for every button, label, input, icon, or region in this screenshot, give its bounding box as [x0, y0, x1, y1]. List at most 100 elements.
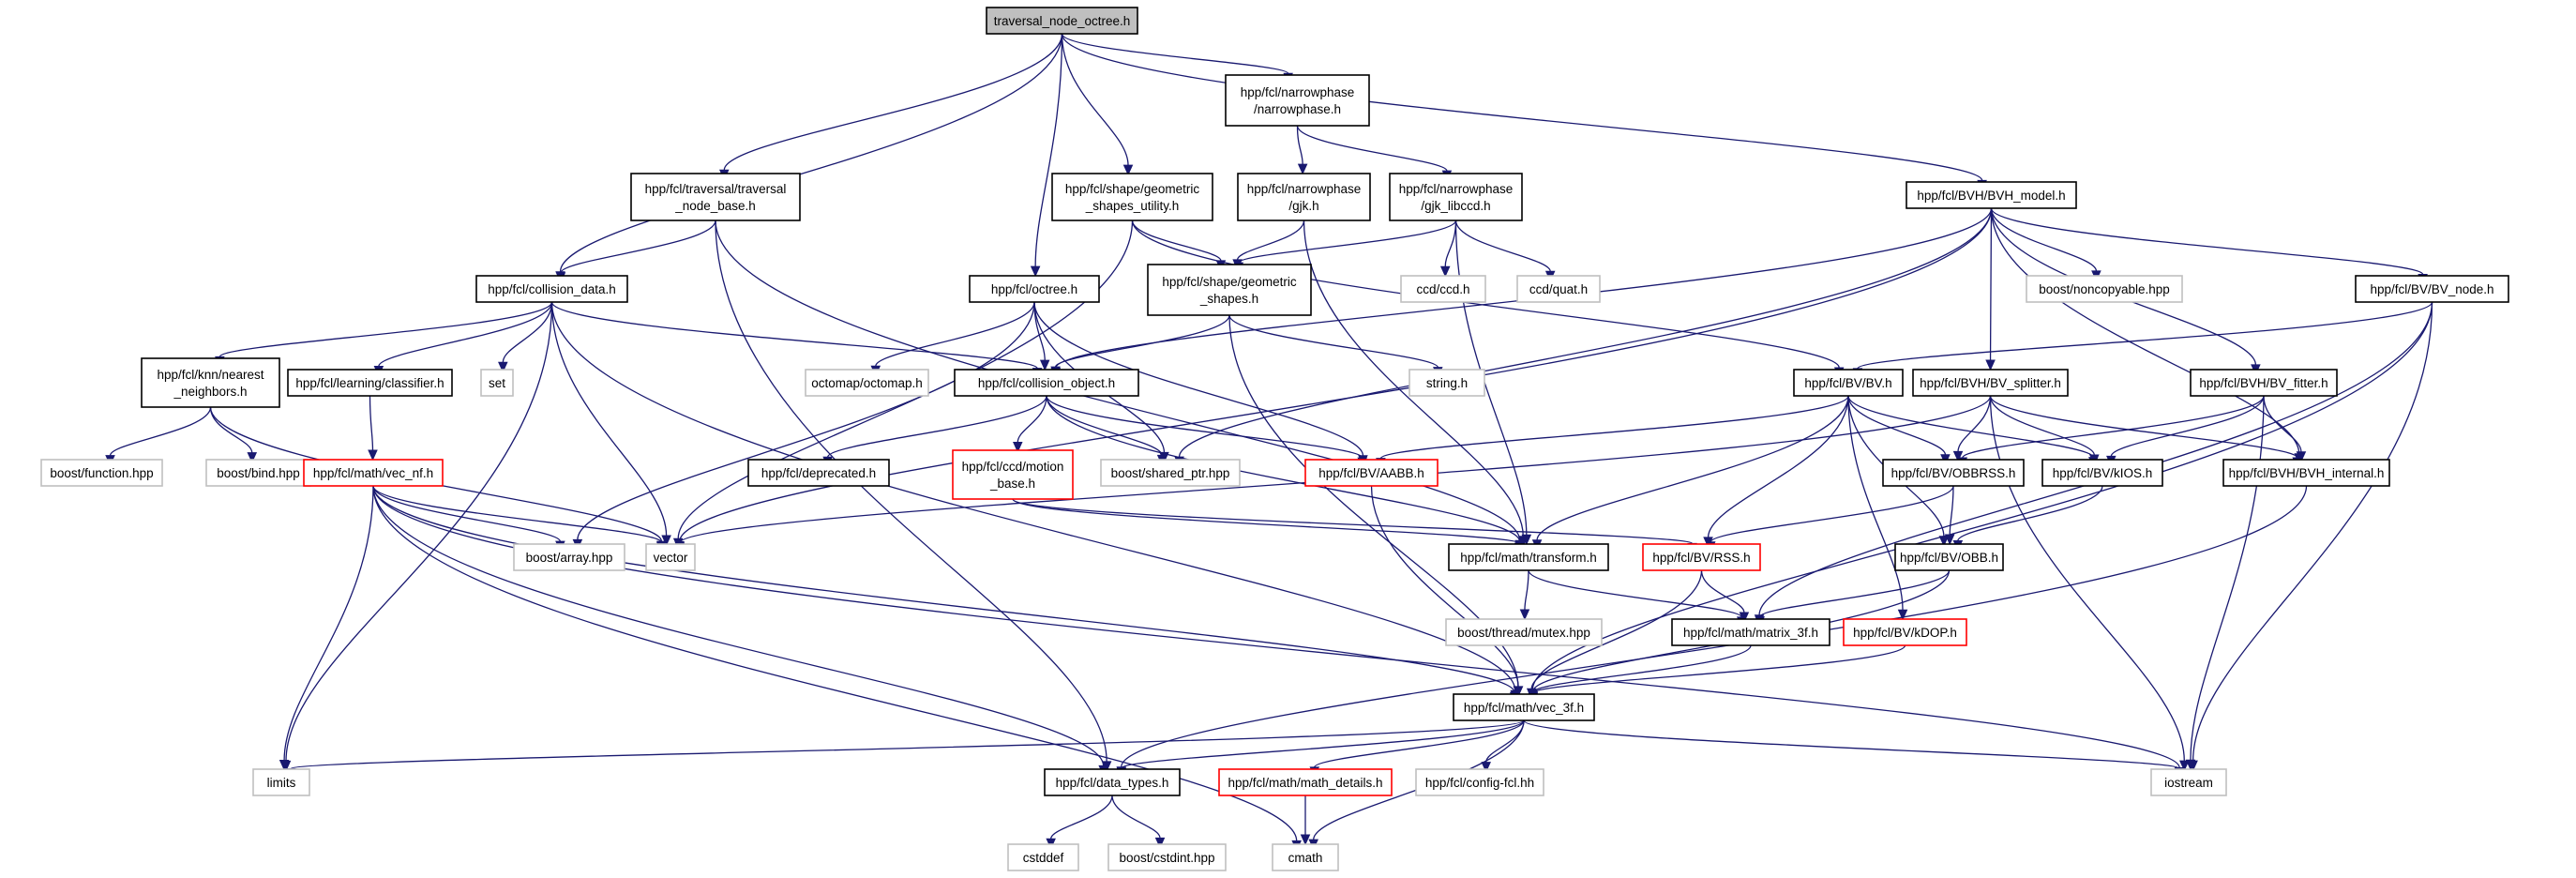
node-boost_function: boost/function.hpp [40, 459, 163, 487]
node-root[interactable]: traversal_node_octree.h [986, 7, 1138, 35]
node-geom_shapes[interactable]: hpp/fcl/shape/geometric_shapes.h [1147, 264, 1312, 316]
edge-line [372, 485, 1515, 693]
node-box [480, 369, 514, 397]
node-bv_fitter[interactable]: hpp/fcl/BVH/BV_fitter.h [2190, 369, 2338, 397]
node-box [2041, 459, 2163, 487]
edge-line [1121, 485, 2308, 767]
node-label: hpp/fcl/BV/kDOP.h [1853, 626, 1957, 640]
node-box [1107, 843, 1227, 871]
edge-arrowhead [1519, 609, 1530, 621]
edge-bvh_model-to-noncopyable [1990, 207, 2101, 282]
edge-vec_nf-to-vector [372, 485, 667, 553]
edge-line [1034, 33, 1063, 267]
edge-line [285, 301, 553, 762]
edge-bvh_model-to-bv_splitter [1985, 207, 1996, 371]
node-knn[interactable]: hpp/fcl/knn/nearest_neighbors.h [141, 357, 280, 408]
edge-line [1990, 207, 2424, 276]
node-box [645, 543, 696, 571]
node-bv_splitter[interactable]: hpp/fcl/BVH/BV_splitter.h [1912, 369, 2069, 397]
node-label: hpp/fcl/octree.h [991, 282, 1077, 296]
edge-line [372, 485, 562, 542]
node-classifier[interactable]: hpp/fcl/learning/classifier.h [287, 369, 453, 397]
node-geom_util[interactable]: hpp/fcl/shape/geometric_shapes_utility.h [1051, 173, 1213, 221]
edge-line [550, 301, 1038, 370]
edge-line [1989, 395, 2298, 459]
edge-bv_fitter-to-bvh_internal [2263, 395, 2307, 462]
node-label: hpp/fcl/BVH/BVH_model.h [1917, 189, 2065, 203]
node-bv_node[interactable]: hpp/fcl/BV/BV_node.h [2355, 275, 2509, 303]
edge-root-to-bvh_model [1061, 33, 1987, 191]
edge-layer [105, 33, 2433, 852]
edge-vec3f-to-math_details [1309, 719, 1525, 779]
node-box [1642, 543, 1761, 571]
edge-octree-to-octomap [870, 301, 1035, 377]
node-label: boost/bind.hpp [217, 466, 300, 480]
node-transform[interactable]: hpp/fcl/math/transform.h [1448, 543, 1609, 571]
edge-arrowhead [2185, 759, 2196, 771]
node-box [1894, 543, 2004, 571]
node-obbrss[interactable]: hpp/fcl/BV/OBBRSS.h [1882, 459, 2025, 487]
edge-line [723, 33, 1063, 171]
node-collision_data[interactable]: hpp/fcl/collision_data.h [475, 275, 628, 303]
edge-line [1847, 395, 2094, 459]
edge-obbrss-to-obb [1944, 485, 1955, 546]
node-box [2355, 275, 2509, 303]
node-label: set [489, 376, 505, 390]
node-label: hpp/fcl/traversal/traversal [645, 182, 787, 196]
edge-line [1759, 569, 1951, 618]
node-traversal_base[interactable]: hpp/fcl/traversal/traversal_node_base.h [630, 173, 801, 221]
node-ccd_motion[interactable]: hpp/fcl/ccd/motion_base.h [952, 449, 1074, 500]
node-kios[interactable]: hpp/fcl/BV/kIOS.h [2041, 459, 2163, 487]
node-bv_h[interactable]: hpp/fcl/BV/BV.h [1793, 369, 1904, 397]
node-matrix3f[interactable]: hpp/fcl/math/matrix_3f.h [1671, 618, 1830, 646]
node-box [1044, 768, 1181, 796]
node-label: hpp/fcl/math/vec_nf.h [313, 466, 433, 480]
edge-line [1012, 498, 1520, 544]
node-gjk_libccd[interactable]: hpp/fcl/narrowphase/gjk_libccd.h [1389, 173, 1523, 221]
node-octree[interactable]: hpp/fcl/octree.h [969, 275, 1100, 303]
node-box [986, 7, 1138, 35]
edge-collision_data-to-set [498, 301, 553, 373]
node-box [1793, 369, 1904, 397]
node-box [1400, 275, 1486, 303]
node-box [1882, 459, 2025, 487]
node-math_details[interactable]: hpp/fcl/math/math_details.h [1218, 768, 1393, 796]
edge-line [679, 207, 1993, 542]
node-bvh_model[interactable]: hpp/fcl/BVH/BVH_model.h [1906, 181, 2077, 209]
node-label: _base.h [989, 477, 1035, 491]
edge-line [1054, 314, 1230, 368]
edge-line [372, 485, 662, 543]
node-vec3f[interactable]: hpp/fcl/math/vec_3f.h [1453, 693, 1595, 721]
edge-collision_data-to-vector [550, 301, 671, 547]
node-kdop[interactable]: hpp/fcl/BV/kDOP.h [1843, 618, 1967, 646]
edge-line [1707, 395, 1849, 537]
edge-bvh_model-to-bv_node [1990, 207, 2428, 285]
node-bvh_internal[interactable]: hpp/fcl/BVH/BVH_internal.h [2222, 459, 2390, 487]
edge-line [1012, 498, 1694, 544]
edge-root-to-traversal_base [719, 33, 1063, 181]
edge-bvh_model-to-bvh_internal [1990, 207, 2304, 464]
node-rss[interactable]: hpp/fcl/BV/RSS.h [1642, 543, 1761, 571]
node-box [475, 275, 628, 303]
node-vec_nf[interactable]: hpp/fcl/math/vec_nf.h [303, 459, 444, 487]
node-box [1389, 173, 1523, 221]
edge-line [1957, 485, 2103, 541]
edge-rss-to-matrix3f [1700, 569, 1750, 624]
node-label: boost/function.hpp [50, 466, 153, 480]
node-obb[interactable]: hpp/fcl/BV/OBB.h [1894, 543, 2004, 571]
node-deprecated[interactable]: hpp/fcl/deprecated.h [747, 459, 890, 487]
node-gjk[interactable]: hpp/fcl/narrowphase/gjk.h [1237, 173, 1371, 221]
edge-line [1530, 569, 1703, 689]
edge-knn-to-boost_function [105, 406, 212, 466]
node-data_types[interactable]: hpp/fcl/data_types.h [1044, 768, 1181, 796]
node-narrowphase[interactable]: hpp/fcl/narrowphase/narrowphase.h [1225, 74, 1370, 127]
edge-root-to-octree [1030, 33, 1063, 278]
node-collision_object[interactable]: hpp/fcl/collision_object.h [954, 369, 1139, 397]
node-label: _shapes_utility.h [1085, 199, 1180, 213]
node-aabb[interactable]: hpp/fcl/BV/AABB.h [1304, 459, 1439, 487]
node-box [1147, 264, 1312, 316]
edge-bv_node-to-vec3f [1527, 301, 2433, 702]
node-noncopyable: boost/noncopyable.hpp [2026, 275, 2183, 303]
node-box [303, 459, 444, 487]
edge-line [1017, 395, 1047, 443]
